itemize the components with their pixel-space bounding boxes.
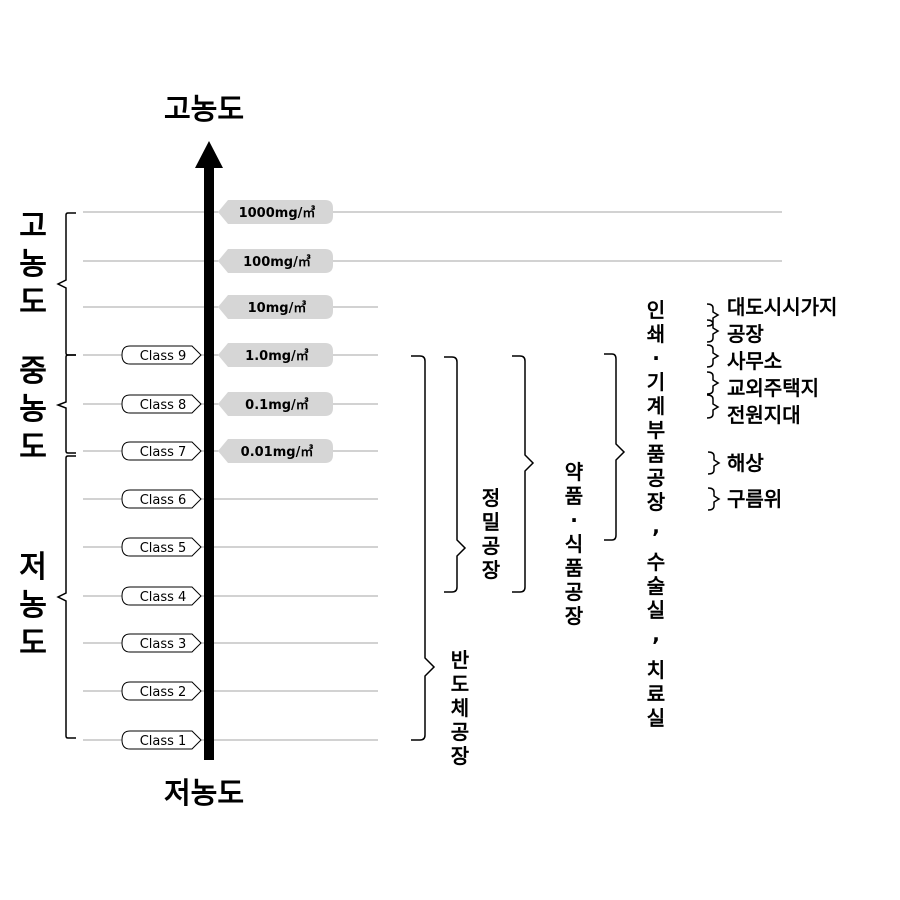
conc-label-1000: 1000mg/㎥ <box>239 205 316 221</box>
brace-urban-1 <box>706 303 720 327</box>
conc-tag-0-01 <box>218 439 333 463</box>
env-urban-group: 대도시시가지 공장 사무소 교외주택지 전원지대 <box>727 294 837 429</box>
arrow-head <box>195 141 223 168</box>
class-label-1: Class 1 <box>140 734 187 749</box>
class-tag-1 <box>121 730 202 750</box>
env-cloud: 구름위 <box>727 487 783 511</box>
brace-semiconductor <box>411 355 436 741</box>
class-label-2: Class 2 <box>140 685 187 700</box>
class-tag-2 <box>121 681 202 701</box>
env-urban-2: 공장 <box>727 322 764 346</box>
brace-high <box>56 212 76 356</box>
brace-urban-3 <box>706 344 720 368</box>
class-tag-3 <box>121 633 202 653</box>
concentration-tags <box>218 200 333 463</box>
facility-braces <box>411 353 626 741</box>
class-label-5: Class 5 <box>140 541 187 556</box>
conc-label-10: 10mg/㎥ <box>248 300 307 316</box>
class-label-9: Class 9 <box>140 349 187 364</box>
class-label-7: Class 7 <box>140 445 187 460</box>
conc-label-0-1: 0.1mg/㎥ <box>245 397 309 413</box>
conc-label-1: 1.0mg/㎥ <box>245 348 309 364</box>
class-tag-9 <box>121 345 202 365</box>
class-label-6: Class 6 <box>140 493 187 508</box>
axis-top-label: 고농도 <box>164 92 245 126</box>
concentration-labels: 1000mg/㎥ 100mg/㎥ 10mg/㎥ 1.0mg/㎥ 0.1mg/㎥ … <box>239 205 316 460</box>
concentration-arrow <box>195 141 223 760</box>
env-urban-5: 전원지대 <box>727 403 801 427</box>
brace-sea <box>707 451 721 475</box>
conc-tag-100 <box>218 249 333 273</box>
env-sea: 해상 <box>727 451 764 475</box>
class-tag-4 <box>121 586 202 606</box>
env-urban-1: 대도시시가지 <box>727 295 838 319</box>
class-tag-6 <box>121 489 202 509</box>
conc-tag-1000 <box>218 200 333 224</box>
class-label-3: Class 3 <box>140 637 187 652</box>
class-label-8: Class 8 <box>140 398 187 413</box>
environment-braces <box>706 303 721 511</box>
conc-tag-0-1 <box>218 392 333 416</box>
class-tags <box>121 345 202 750</box>
grid-lines <box>83 211 782 741</box>
class-labels: Class 9 Class 8 Class 7 Class 6 Class 5 … <box>140 349 187 749</box>
env-urban-4: 교외주택지 <box>727 376 819 400</box>
brace-low <box>56 455 76 739</box>
class-tag-8 <box>121 394 202 414</box>
brace-urban-5 <box>706 394 720 419</box>
arrow-shaft <box>204 165 214 760</box>
brace-cloud <box>707 487 721 511</box>
class-tag-5 <box>121 537 202 557</box>
conc-label-0-01: 0.01mg/㎥ <box>241 444 314 460</box>
conc-tag-1 <box>218 343 333 367</box>
class-label-4: Class 4 <box>140 590 187 605</box>
brace-pharma-food <box>512 355 535 593</box>
brace-urban-2 <box>706 319 720 343</box>
brace-precision <box>444 356 467 593</box>
env-urban-3: 사무소 <box>727 349 783 373</box>
brace-urban-4 <box>706 371 720 395</box>
left-braces <box>55 212 76 739</box>
class-tag-7 <box>121 441 202 461</box>
axis-bottom-label: 저농도 <box>164 776 245 810</box>
brace-mid <box>55 354 76 454</box>
conc-tag-10 <box>218 295 333 319</box>
conc-label-100: 100mg/㎥ <box>243 254 311 270</box>
brace-machinery <box>604 353 626 541</box>
